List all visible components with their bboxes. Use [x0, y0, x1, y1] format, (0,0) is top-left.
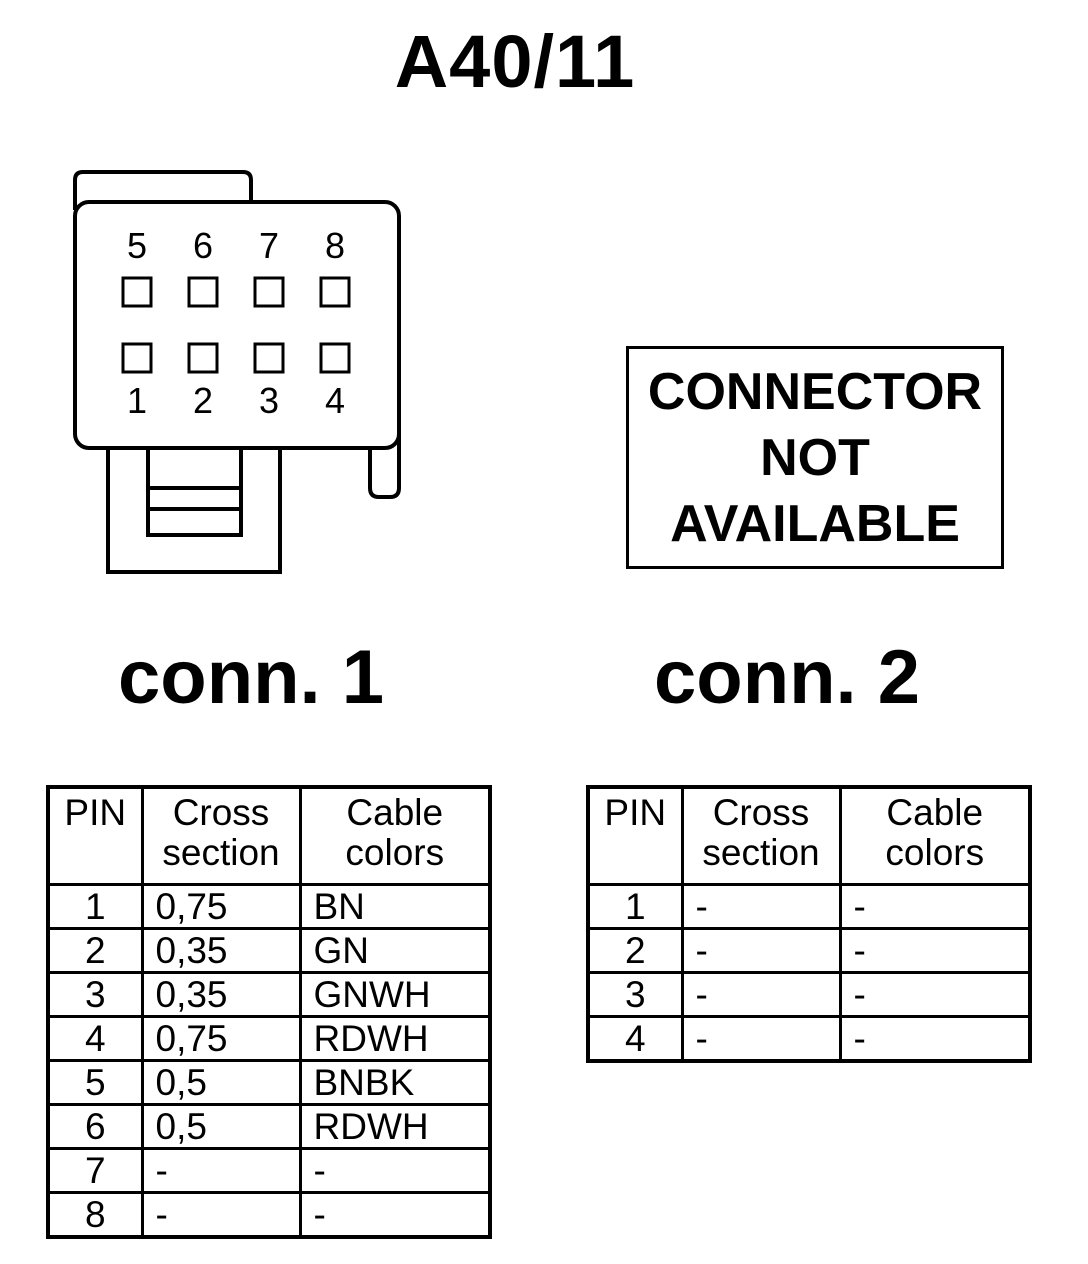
cable-color-cell: BN [298, 883, 492, 930]
header-cable-line-2: colors [885, 832, 985, 873]
pin-cell: 3 [46, 971, 144, 1018]
diagram-title: A40/11 [394, 20, 636, 103]
header-cross-section: Cross section [140, 785, 302, 886]
cross-section-cell: 0,35 [140, 927, 302, 974]
header-cross-line-1: Cross [172, 792, 270, 833]
connector-1-drawing: 5 6 7 8 1 2 3 4 [73, 170, 401, 574]
pin-cell: 4 [586, 1015, 684, 1063]
table-row: 7-- [46, 1147, 492, 1194]
cross-section-cell: - [680, 883, 842, 930]
pin-cell: 3 [586, 971, 684, 1018]
cross-section-cell: - [140, 1191, 302, 1239]
pin-cell: 8 [46, 1191, 144, 1239]
connector-2-label: conn. 2 [654, 635, 921, 720]
cable-color-cell: GNWH [298, 971, 492, 1018]
header-cable-colors: Cable colors [298, 785, 492, 886]
cable-color-cell: - [838, 1015, 1032, 1063]
cross-section-cell: 0,75 [140, 883, 302, 930]
na-line-1: CONNECTOR [647, 362, 983, 421]
table-row: 8-- [46, 1191, 492, 1239]
header-pin: PIN [46, 785, 144, 886]
pin-row-bottom: 1 2 3 4 [121, 342, 351, 421]
pin-socket-5 [121, 276, 153, 308]
pin-socket-3 [253, 342, 285, 374]
header-cable-line-1: Cable [346, 792, 444, 833]
connector-1-label: conn. 1 [118, 635, 385, 720]
pin-number-label: 2 [193, 380, 213, 421]
cross-section-cell: 0,5 [140, 1059, 302, 1106]
cable-color-cell: RDWH [298, 1015, 492, 1062]
cross-section-cell: - [680, 927, 842, 974]
cross-section-cell: 0,75 [140, 1015, 302, 1062]
cable-color-cell: GN [298, 927, 492, 974]
pin-cell: 6 [46, 1103, 144, 1150]
pin-number-label: 6 [193, 225, 213, 266]
pin-cell: 1 [46, 883, 144, 930]
pin-socket-6 [187, 276, 219, 308]
connector-2-pin-table: PIN Cross section Cable colors 1--2--3--… [586, 785, 1032, 1063]
header-cross-section: Cross section [680, 785, 842, 886]
pin-number-label: 3 [259, 380, 279, 421]
cross-section-cell: - [680, 971, 842, 1018]
cross-section-cell: - [140, 1147, 302, 1194]
header-pin: PIN [586, 785, 684, 886]
cross-section-cell: 0,5 [140, 1103, 302, 1150]
table-row: 2-- [586, 927, 1032, 974]
table-row: 1-- [586, 883, 1032, 930]
pin-cell: 5 [46, 1059, 144, 1106]
cable-color-cell: - [838, 927, 1032, 974]
pin-number-label: 8 [325, 225, 345, 266]
table-row: 4-- [586, 1015, 1032, 1063]
cross-section-cell: - [680, 1015, 842, 1063]
na-line-3: AVAILABLE [670, 494, 960, 553]
pin-cell: 2 [46, 927, 144, 974]
header-cross-line-2: section [162, 832, 280, 873]
header-cable-line-1: Cable [886, 792, 984, 833]
pin-socket-7 [253, 276, 285, 308]
pin-cell: 4 [46, 1015, 144, 1062]
header-cable-colors: Cable colors [838, 785, 1032, 886]
na-line-2: NOT [760, 428, 870, 487]
cable-color-cell: - [298, 1147, 492, 1194]
table-header-row: PIN Cross section Cable colors [46, 785, 492, 886]
pin-number-label: 1 [127, 380, 147, 421]
cable-color-cell: RDWH [298, 1103, 492, 1150]
pin-cell: 1 [586, 883, 684, 930]
cable-color-cell: - [298, 1191, 492, 1239]
pin-socket-2 [187, 342, 219, 374]
cross-section-cell: 0,35 [140, 971, 302, 1018]
header-cross-line-2: section [702, 832, 820, 873]
cable-color-cell: - [838, 883, 1032, 930]
pin-row-top: 5 6 7 8 [121, 225, 351, 308]
header-cable-line-2: colors [345, 832, 445, 873]
connector-not-available-box: CONNECTOR NOT AVAILABLE [626, 346, 1004, 569]
pin-number-label: 5 [127, 225, 147, 266]
header-cross-line-1: Cross [712, 792, 810, 833]
cable-color-cell: BNBK [298, 1059, 492, 1106]
cable-color-cell: - [838, 971, 1032, 1018]
pin-socket-1 [121, 342, 153, 374]
pin-number-label: 7 [259, 225, 279, 266]
pin-cell: 7 [46, 1147, 144, 1194]
pin-number-label: 4 [325, 380, 345, 421]
pin-socket-8 [319, 276, 351, 308]
table-header-row: PIN Cross section Cable colors [586, 785, 1032, 886]
pin-cell: 2 [586, 927, 684, 974]
pin-socket-4 [319, 342, 351, 374]
table-row: 3-- [586, 971, 1032, 1018]
